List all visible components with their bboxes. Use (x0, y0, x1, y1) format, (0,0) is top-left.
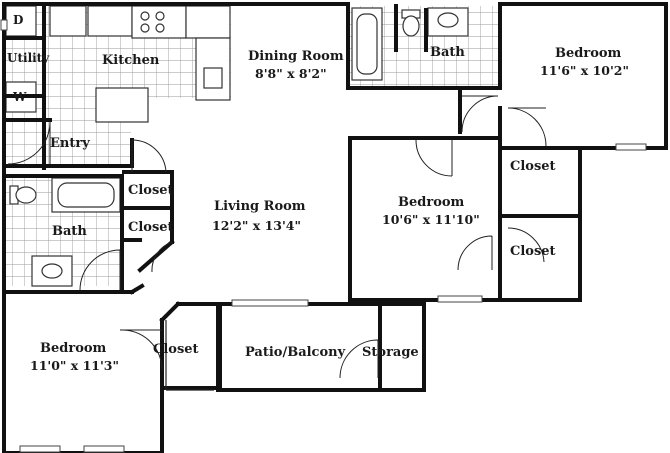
top-bedroom-label: Bedroom (555, 46, 622, 61)
living-room-dimensions: 12'2" x 13'4" (212, 218, 301, 233)
dryer-label: D (13, 13, 23, 27)
middle-right-closet-label: Closet (510, 244, 556, 259)
middle-bedroom-dimensions: 10'6" x 11'10" (382, 212, 480, 227)
kitchen-label: Kitchen (102, 53, 160, 68)
bottom-closet-label: Closet (153, 342, 199, 357)
left-closet-2-label: Closet (128, 220, 174, 235)
storage-label: Storage (362, 345, 419, 360)
top-bedroom-dimensions: 11'6" x 10'2" (540, 63, 629, 78)
windows (0, 19, 647, 453)
dining-room-label: Dining Room (248, 49, 344, 64)
room-labels: D Utility W Kitchen Entry Dining Room 8'… (7, 13, 629, 373)
utility-label: Utility (7, 51, 50, 65)
middle-bedroom-label: Bedroom (398, 195, 465, 210)
washer-label: W (12, 90, 27, 104)
patio-balcony-label: Patio/Balcony (245, 345, 346, 360)
left-closet-1-label: Closet (128, 183, 174, 198)
kitchen-counters (5, 5, 231, 123)
living-room-label: Living Room (214, 199, 306, 214)
left-bedroom-dimensions: 11'0" x 11'3" (30, 358, 119, 373)
left-bath-fixtures (9, 177, 121, 287)
left-bath-label: Bath (52, 224, 87, 239)
door-swings (7, 95, 547, 391)
top-bath-fixtures (351, 7, 469, 81)
left-bedroom-label: Bedroom (40, 341, 107, 356)
dining-room-dimensions: 8'8" x 8'2" (255, 66, 327, 81)
entry-label: Entry (50, 136, 90, 151)
top-bath-label: Bath (430, 45, 465, 60)
top-right-closet-label: Closet (510, 159, 556, 174)
